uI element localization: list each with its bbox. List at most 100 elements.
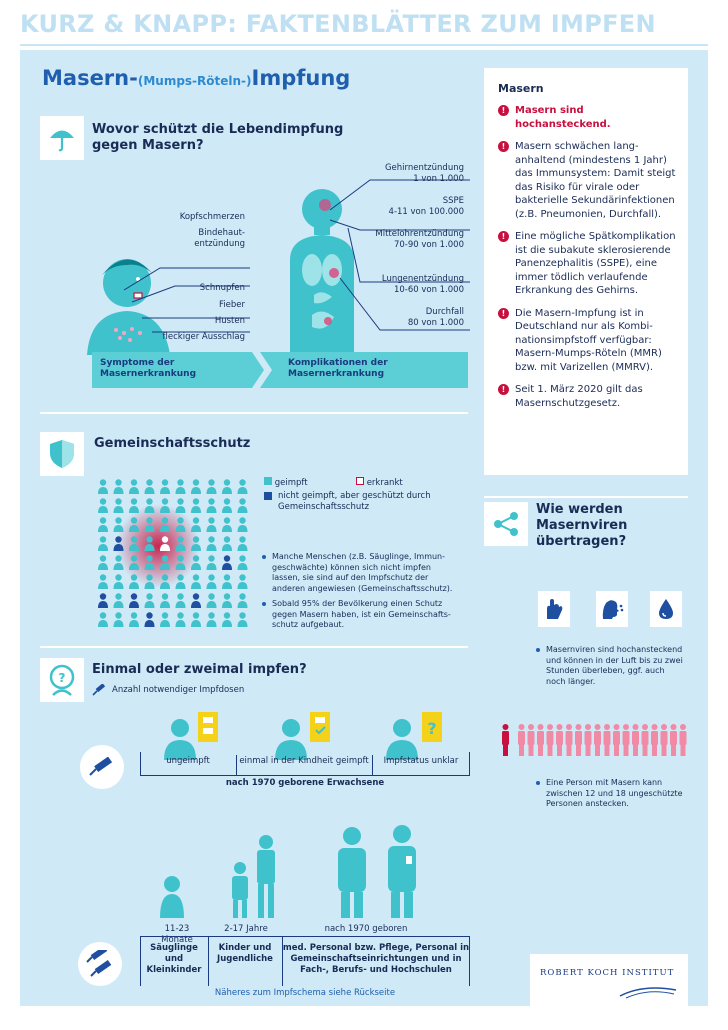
unprotected-person-icon bbox=[641, 724, 649, 756]
measles-point-2-text: Masern schwächen lang- anhaltend (mindes… bbox=[515, 140, 675, 221]
person-icon bbox=[191, 517, 201, 532]
infected-person-icon bbox=[502, 724, 509, 756]
group-medical-staff-line1: med. Personal bzw. Pflege, Personal in bbox=[282, 943, 470, 953]
transmission-title-line2: Masernviren bbox=[536, 518, 628, 533]
symptom-connectors bbox=[123, 267, 250, 333]
community-bullet-2-line2: gegen Masern haben, ist ein Gemeinschaft… bbox=[272, 609, 451, 619]
adult-group-unknown-status: Impfstatus unklar bbox=[383, 756, 459, 766]
measles-point-1: ! Masern sind hochansteckend. bbox=[498, 104, 676, 131]
adult-group-unvaccinated: ungeimpft bbox=[166, 756, 210, 766]
community-bullet-2-line1: Sobald 95% der Bevölkerung einen Schutz bbox=[272, 599, 443, 608]
protection-title-line1: Wovor schützt die Lebendimpfung bbox=[92, 122, 344, 137]
unprotected-person-icon bbox=[670, 724, 677, 756]
person-icon bbox=[98, 536, 108, 551]
person-icon bbox=[175, 498, 186, 513]
umbrella-icon bbox=[40, 116, 84, 160]
unprotected-person-icon bbox=[660, 724, 668, 756]
symptoms-complications-band bbox=[92, 352, 468, 388]
protection-title: Wovor schützt die Lebendimpfung gegen Ma… bbox=[92, 122, 343, 154]
measles-point-2-line3: das Immunsystem: Damit steigt bbox=[515, 168, 676, 179]
sick-person-icon bbox=[160, 536, 170, 551]
rki-logo[interactable]: ROBERT KOCH INSTITUT bbox=[530, 954, 688, 1006]
person-icon bbox=[144, 555, 155, 570]
person-icon bbox=[144, 593, 155, 608]
complication-pneumonia-rate: 10-60 von 1.000 bbox=[393, 285, 464, 295]
symptom-conjunctivitis-2: entzündung bbox=[194, 239, 245, 249]
person-icon bbox=[144, 574, 155, 589]
transmission-bullet-1-line4: noch länger. bbox=[546, 676, 596, 686]
symptom-rash: fleckiger Ausschlag bbox=[162, 332, 245, 342]
community-bullet-1-line1: Manche Menschen (z.B. Säuglinge, Immun- bbox=[272, 552, 446, 561]
group-children-line2: Jugendliche bbox=[217, 954, 273, 964]
measles-point-4-line2: Deutschland nur als Kombi- bbox=[515, 321, 653, 332]
page-header: KURZ & KNAPP: FAKTENBLÄTTER ZUM IMPFEN bbox=[0, 0, 728, 46]
person-icon bbox=[237, 574, 248, 589]
body-organs-illustration bbox=[290, 189, 354, 355]
complication-diarrhea-name: Durchfall bbox=[425, 307, 464, 317]
age-bracket-divider-2 bbox=[282, 936, 283, 986]
person-icon bbox=[113, 612, 124, 627]
person-icon bbox=[98, 517, 108, 532]
age-bracket-divider-1 bbox=[208, 936, 209, 986]
rki-logo-text: ROBERT KOCH INSTITUT bbox=[540, 968, 675, 978]
complication-encephalitis-name: Gehirnentzündung bbox=[384, 163, 464, 173]
band-complications-line2: Masernerkrankung bbox=[288, 369, 385, 379]
person-icon bbox=[175, 574, 186, 589]
measles-point-3-line4: immer tödlich verlaufende bbox=[515, 271, 648, 283]
legend-protected-line2: Gemeinschaftsschutz bbox=[278, 502, 370, 512]
doses-footnote[interactable]: Näheres zum Impfschema siehe Rückseite bbox=[214, 988, 396, 998]
transmission-title: Wie werden Masernviren übertragen? bbox=[536, 502, 627, 550]
symptom-conjunctivitis-1: Bindehaut- bbox=[198, 228, 245, 238]
measles-point-5: ! Seit 1. März 2020 gilt das Masernschut… bbox=[498, 383, 676, 410]
measles-point-4-text: Die Masern-Impfung ist in Deutschland nu… bbox=[515, 307, 662, 375]
person-icon bbox=[237, 555, 248, 570]
measles-point-2-line2: anhaltend (mindestens 1 Jahr) bbox=[515, 154, 667, 166]
measles-point-4-line1: Die Masern-Impfung ist in bbox=[515, 307, 644, 319]
person-icon bbox=[98, 479, 108, 494]
transmission-bullet-1-line3: Stunden überleben, ggf. auch bbox=[546, 666, 665, 675]
adult-groups-bracket bbox=[140, 752, 470, 776]
hand-contact-icon bbox=[538, 591, 570, 627]
person-icon bbox=[191, 612, 201, 627]
transmission-bullet-2-text: Eine Person mit Masern kann zwischen 12 … bbox=[536, 778, 692, 810]
person-icon bbox=[113, 536, 124, 551]
person-icon bbox=[129, 612, 139, 627]
transmission-bullet-2-line1: Eine Person mit Masern kann bbox=[546, 778, 663, 787]
person-icon bbox=[175, 593, 186, 608]
exclamation-icon: ! bbox=[498, 384, 509, 395]
header-title: KURZ & KNAPP: FAKTENBLÄTTER ZUM IMPFEN bbox=[20, 10, 656, 38]
person-icon bbox=[98, 593, 108, 608]
title-part-measles: Masern- bbox=[42, 66, 138, 90]
person-icon bbox=[129, 593, 139, 608]
transmission-title-line1: Wie werden bbox=[536, 502, 623, 517]
band-complications-line1: Komplikationen der bbox=[288, 358, 388, 368]
symptom-fever: Fieber bbox=[219, 300, 245, 310]
people-grid-group bbox=[98, 479, 248, 627]
measles-point-2-line4: das Risiko für virale oder bbox=[515, 181, 640, 193]
page-title: Masern-(Mumps-Röteln-)Impfung bbox=[42, 66, 350, 90]
infection-spread-figures bbox=[502, 724, 687, 756]
content-panel: Masern-(Mumps-Röteln-)Impfung Wovor schü… bbox=[20, 50, 708, 1006]
exclamation-icon: ! bbox=[498, 231, 509, 242]
transmission-title-line3: übertragen? bbox=[536, 534, 627, 549]
two-dose-syringe-icon bbox=[78, 942, 122, 986]
transmission-bullet-2-line2: zwischen 12 und 18 ungeschützte bbox=[546, 788, 683, 798]
unprotected-person-icon bbox=[651, 724, 658, 756]
person-icon bbox=[160, 498, 170, 513]
person-icon bbox=[191, 479, 201, 494]
band-symptoms-line2: Masernerkrankung bbox=[100, 369, 197, 379]
legend-sick-label: erkrankt bbox=[366, 478, 403, 488]
complication-otitis-rate: 70-90 von 1.000 bbox=[393, 240, 464, 250]
legend-protected-swatch bbox=[264, 492, 272, 500]
person-icon bbox=[222, 517, 232, 532]
unprotected-person-icon bbox=[679, 724, 687, 756]
group-medical-staff-line3: Fach-, Berufs- und Hochschulen bbox=[300, 965, 452, 975]
exclamation-icon: ! bbox=[498, 307, 509, 319]
person-icon bbox=[129, 574, 139, 589]
unprotected-person-icon bbox=[603, 724, 611, 756]
community-bullet-1-line4: anderen angewiesen (Gemeinschaftsschutz)… bbox=[272, 583, 453, 593]
legend-sick-swatch bbox=[356, 477, 364, 485]
group-medical-staff-line2: Gemeinschaftseinrichtungen und in bbox=[290, 954, 462, 964]
head-question-icon: ? bbox=[40, 658, 84, 702]
